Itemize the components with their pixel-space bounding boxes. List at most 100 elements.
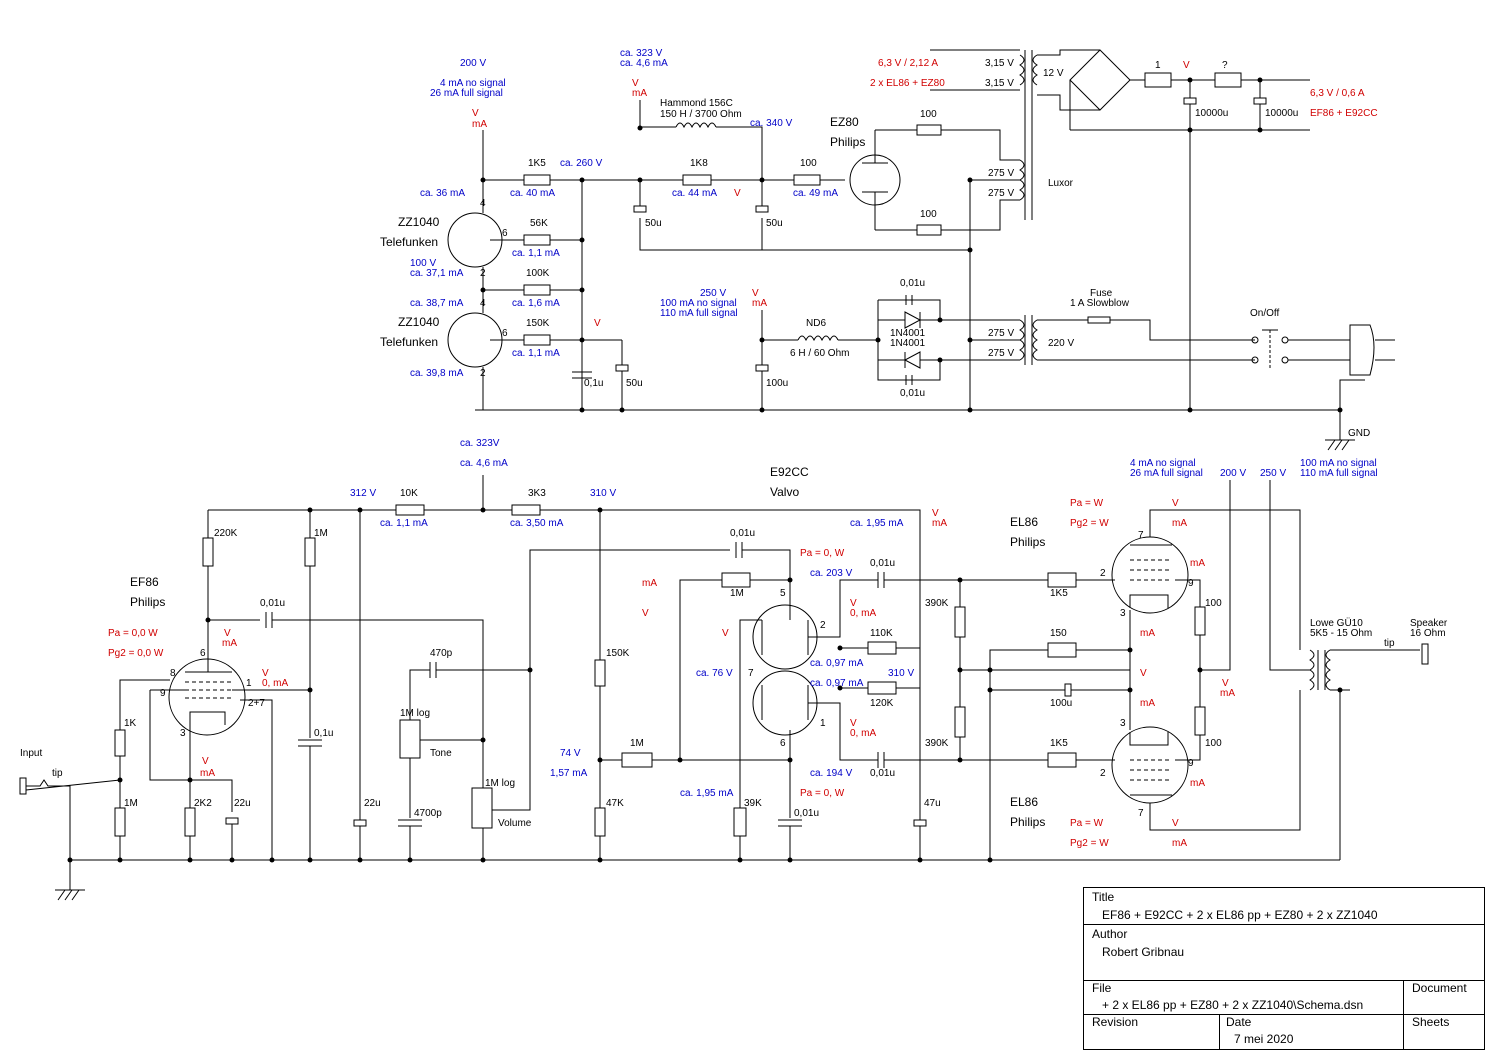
label-001u: 0,01u <box>870 558 895 569</box>
title-block: Title EF86 + E92CC + 2 x EL86 pp + EZ80 … <box>1083 887 1485 1050</box>
supply-labels: 200 V 4 mA no signal 26 mA full signal V… <box>380 48 1378 439</box>
label-ca49ma: ca. 49 mA <box>793 188 838 199</box>
label-ca194v: ca. 194 V <box>810 768 853 779</box>
label-pg00: Pg2 = 0,0 W <box>108 648 164 659</box>
label-ca203v: ca. 203 V <box>810 568 853 579</box>
label-pa-w: Pa = W <box>1070 818 1104 829</box>
label-110ma-fullsignal: 110 mA full signal <box>660 308 738 319</box>
document-cell: Document <box>1403 981 1467 1014</box>
title-row: Title EF86 + E92CC + 2 x EL86 pp + EZ80 … <box>1084 888 1484 925</box>
label-lowe-spec: 5K5 - 15 Ohm <box>1310 628 1372 639</box>
label-ca36ma: ca. 36 mA <box>420 188 465 199</box>
label-zz1040: ZZ1040 <box>398 215 440 229</box>
pin-8: 8 <box>170 668 176 679</box>
label-ca097ma: ca. 0,97 mA <box>810 658 864 669</box>
amp-labels: ca. 323V ca. 4,6 mA 312 V 10K ca. 1,1 mA… <box>20 438 1448 849</box>
label-nd6: ND6 <box>806 318 826 329</box>
label-1k: 1K <box>124 718 137 729</box>
label-ca350ma: ca. 3,50 mA <box>510 518 564 529</box>
label-1k8: 1K8 <box>690 158 708 169</box>
pin-2: 2 <box>1100 568 1106 579</box>
label-250v: 250 V <box>1260 468 1286 479</box>
revision-row: Revision Date 7 mei 2020 Sheets <box>1084 1015 1484 1049</box>
label-390k: 390K <box>925 598 949 609</box>
label-150k: 150K <box>606 648 630 659</box>
label-4700p: 4700p <box>414 808 442 819</box>
label-1m: 1M <box>730 588 744 599</box>
label-110k: 110K <box>870 628 893 639</box>
label-ef86: EF86 <box>130 575 159 589</box>
label-275v: 275 V <box>988 168 1014 179</box>
label-12v: 12 V <box>1043 68 1064 79</box>
label-ca371ma: ca. 37,1 mA <box>410 268 464 279</box>
label-100u: 100u <box>1050 698 1072 709</box>
author-value: Robert Gribnau <box>1102 945 1185 959</box>
label-001u: 0,01u <box>794 808 819 819</box>
label-250v: 250 V <box>700 288 726 299</box>
label-315v: 3,15 V <box>985 78 1014 89</box>
pin-4: 4 <box>480 198 486 209</box>
label-philips: Philips <box>830 135 865 149</box>
label-50u: 50u <box>766 218 783 229</box>
label-310v: 310 V <box>590 488 616 499</box>
label-volume: Volume <box>498 818 532 829</box>
label-4ma-nosignal: 4 mA no signal <box>440 78 506 89</box>
label-v: V <box>850 718 857 729</box>
label-1k5: 1K5 <box>1050 738 1068 749</box>
file-row: File + 2 x EL86 pp + EZ80 + 2 x ZZ1040\S… <box>1084 981 1484 1015</box>
label-01u: 0,1u <box>314 728 333 739</box>
pin-5: 5 <box>780 588 786 599</box>
label-001u: 0,01u <box>900 388 925 399</box>
document-label: Document <box>1412 981 1467 995</box>
label-heater-out-load: EF86 + E92CC <box>1310 108 1378 119</box>
label-26ma-fullsignal: 26 mA full signal <box>1130 468 1203 479</box>
label-120k: 120K <box>870 698 894 709</box>
label-e92cc: E92CC <box>770 465 809 479</box>
label-1mlog: 1M log <box>485 778 515 789</box>
author-label: Author <box>1092 927 1128 941</box>
label-v: V <box>632 78 639 89</box>
sheets-label: Sheets <box>1412 1015 1450 1029</box>
label-100: 100 <box>1205 738 1222 749</box>
label-philips: Philips <box>1010 535 1045 549</box>
pin-7: 7 <box>1138 530 1144 541</box>
label-1mlog: 1M log <box>400 708 430 719</box>
label-onoff: On/Off <box>1250 308 1279 319</box>
label-1n4001: 1N4001 <box>890 338 925 349</box>
label-zz1040: ZZ1040 <box>398 315 440 329</box>
label-v: V <box>1140 668 1147 679</box>
label-v: V <box>1183 60 1190 71</box>
label-r1: 1 <box>1155 60 1161 71</box>
label-100k: 100K <box>526 268 550 279</box>
label-telefunken: Telefunken <box>380 235 438 249</box>
label-312v: 312 V <box>350 488 376 499</box>
revision-label: Revision <box>1092 1015 1139 1029</box>
label-v: V <box>202 756 209 767</box>
label-001u: 0,01u <box>900 278 925 289</box>
label-ma: mA <box>1220 688 1235 699</box>
label-26ma-fullsignal: 26 mA full signal <box>430 88 503 99</box>
label-1n4001: 1N4001 <box>890 328 925 339</box>
label-v: V <box>734 188 741 199</box>
label-3k3: 3K3 <box>528 488 546 499</box>
label-39k: 39K <box>744 798 762 809</box>
label-ma: mA <box>1190 558 1205 569</box>
pin-27: 2+7 <box>248 698 265 709</box>
label-ca11ma: ca. 1,1 mA <box>512 248 560 259</box>
label-el86: EL86 <box>1010 515 1038 529</box>
label-315v: 3,15 V <box>985 58 1014 69</box>
pin-2: 2 <box>820 620 826 631</box>
label-philips: Philips <box>1010 815 1045 829</box>
label-ca398ma: ca. 39,8 mA <box>410 368 464 379</box>
label-470p: 470p <box>430 648 453 659</box>
label-ma: mA <box>1172 518 1187 529</box>
label-heater-63v: 6,3 V / 2,12 A <box>878 58 938 69</box>
label-01u: 0,1u <box>584 378 603 389</box>
label-001u: 0,01u <box>260 598 285 609</box>
label-4ma-nosignal: 4 mA no signal <box>1130 458 1196 469</box>
label-ma: mA <box>200 768 215 779</box>
label-22u: 22u <box>234 798 251 809</box>
label-pa0: Pa = 0, W <box>800 548 845 559</box>
label-pa0: Pa = 0, W <box>800 788 845 799</box>
label-100: 100 <box>920 109 937 120</box>
